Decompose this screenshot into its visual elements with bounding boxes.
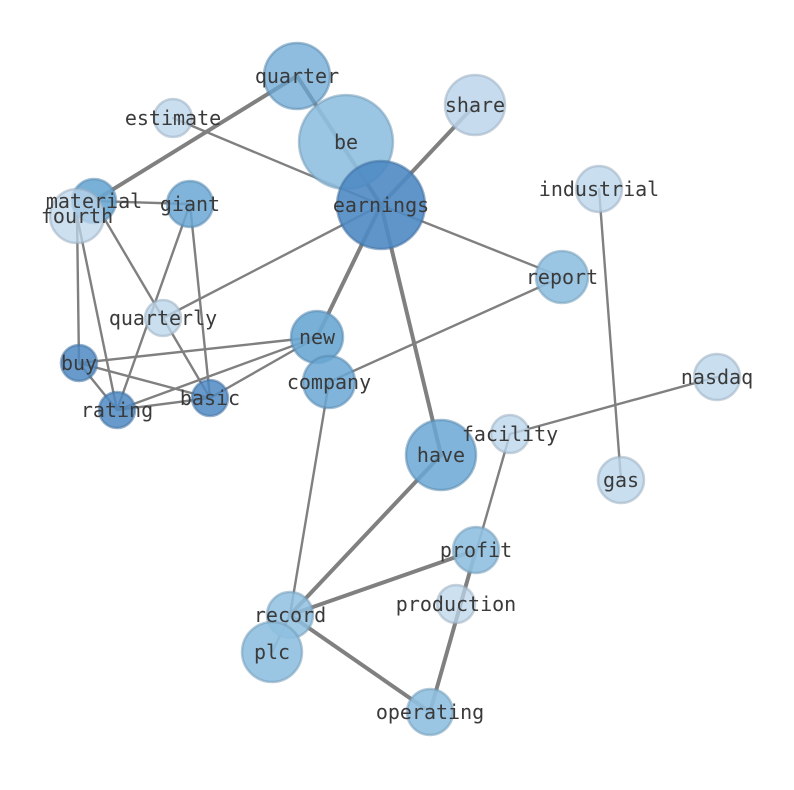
edge-new-rating [115,335,319,412]
node-giant [165,179,215,229]
labels-layer: quarter estimate be share earnings industrial… [41,64,753,724]
edge-new-buy [77,335,319,365]
node-label-quarterly: quarterly [109,306,217,330]
edge-quarter-material [92,74,299,203]
node-label-nasdaq: nasdaq [681,365,753,389]
node-rating [97,390,137,430]
node-label-new: new [299,325,336,349]
node-label-industrial: industrial [539,177,659,201]
node-profit [451,525,501,575]
node-label-plc: plc [254,640,290,664]
edge-profit-record [288,548,478,617]
node-label-gas: gas [603,468,639,492]
node-basic [190,378,230,418]
edge-nasdaq-facility [508,375,719,436]
node-label-earnings: earnings [333,193,429,217]
node-label-rating: rating [81,398,153,422]
node-label-share: share [445,93,505,117]
node-label-quarter: quarter [255,64,339,88]
edge-industrial-gas [597,187,623,482]
node-estimate [152,97,194,139]
edge-have-record [288,453,443,617]
node-label-have: have [417,443,465,467]
node-label-report: report [526,265,598,289]
node-label-company: company [287,370,371,394]
node-production [435,583,477,625]
edge-buy-basic [77,361,212,400]
edge-company-record [288,380,331,617]
node-buy [59,343,99,383]
node-operating [405,687,455,737]
node-label-be: be [334,130,358,154]
edge-profit-operating [428,548,478,714]
node-report [534,249,590,305]
node-label-giant: giant [160,192,220,216]
edge-fourth-rating [75,214,119,412]
node-nasdaq [692,352,742,402]
node-label-basic: basic [180,386,240,410]
node-plc [240,620,304,684]
node-industrial [574,164,624,214]
edge-record-operating [288,613,432,714]
node-label-fourth: fourth [41,204,113,228]
node-label-buy: buy [61,351,97,375]
node-facility [489,413,531,455]
nodes-layer [48,41,742,737]
node-fourth [48,187,106,245]
node-label-record: record [254,603,326,627]
node-share [443,73,507,137]
edge-giant-basic [188,202,212,400]
node-label-estimate: estimate [125,106,221,130]
node-label-facility: facility [462,422,558,446]
node-gas [596,455,646,505]
node-label-profit: profit [440,538,512,562]
node-quarterly [143,298,183,338]
node-label-material: material [46,189,142,213]
node-quarter [262,41,332,111]
node-have [404,418,478,492]
node-label-operating: operating [376,700,484,724]
node-company [301,354,357,410]
node-label-production: production [396,592,516,616]
node-earnings [335,159,427,251]
edge-report-company [327,275,564,384]
